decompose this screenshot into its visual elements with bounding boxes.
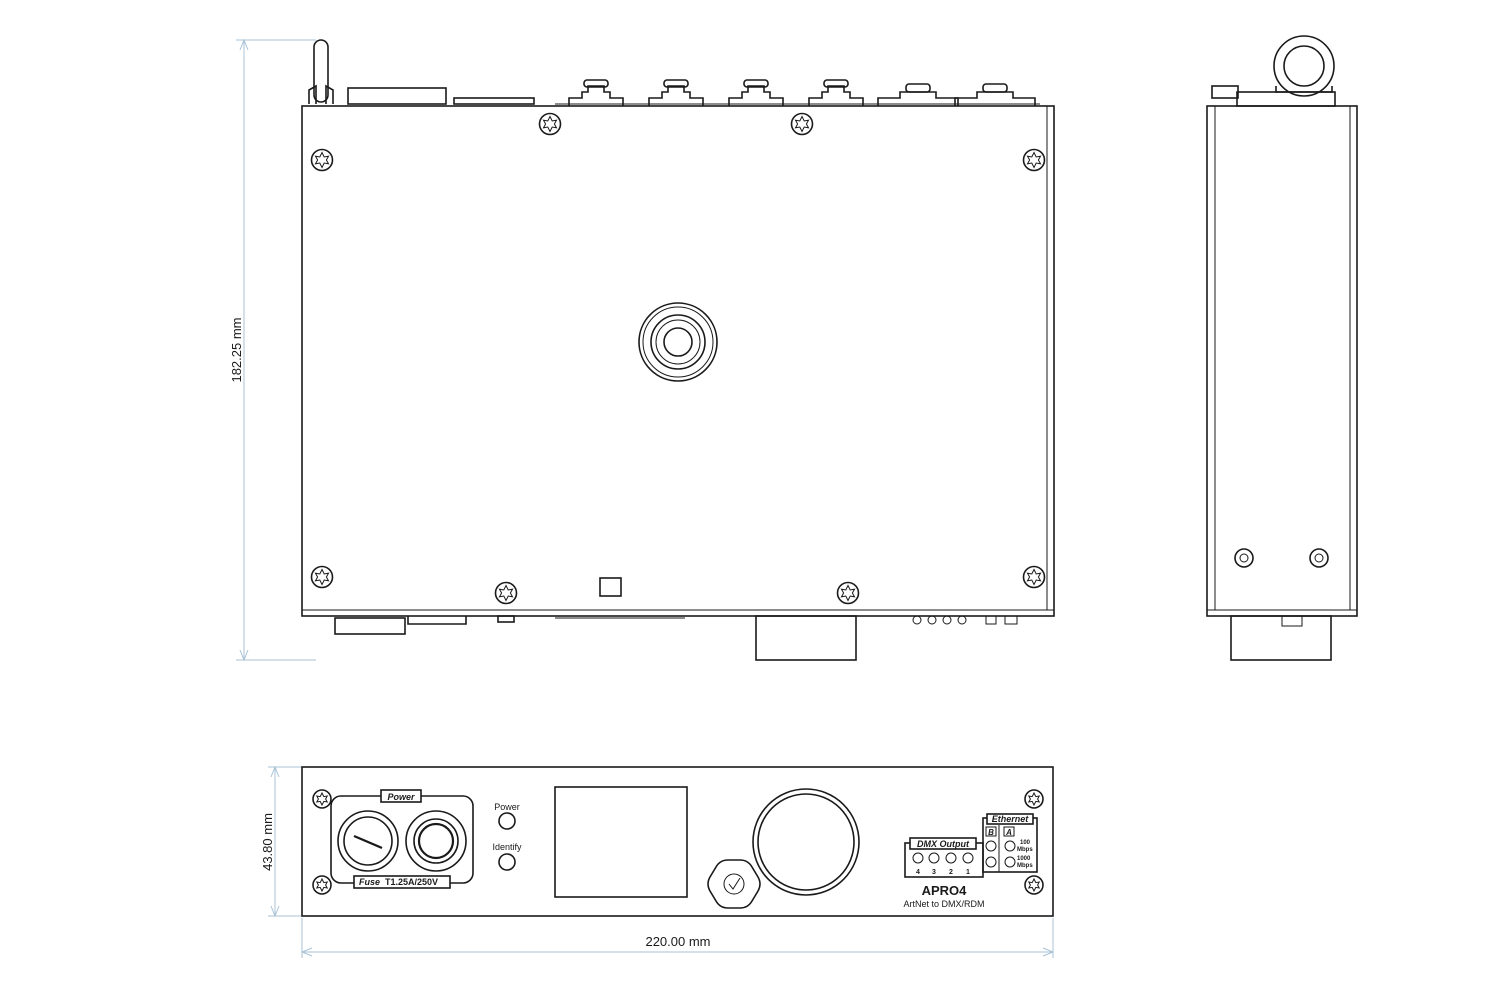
ethernet-a-led-1000 (1004, 856, 1016, 868)
model-name: APRO4 (922, 883, 968, 898)
certification-mark-icon (707, 859, 761, 909)
speed-100-label: 100 (1020, 840, 1031, 846)
height-dimension-label: 182.25 mm (229, 317, 244, 382)
dmx-led-4 (912, 852, 924, 864)
width-dimension-label: 220.00 mm (645, 934, 710, 949)
ethernet-panel: Ethernet B A 100 Mbps 1000 Mbps (982, 813, 1038, 873)
model-subtitle: ArtNet to DMX/RDM (903, 899, 984, 909)
dmx-port-4: 4 (916, 869, 920, 876)
speed-1000-label: 1000 (1017, 856, 1031, 862)
antenna (308, 39, 334, 104)
ethernet-label: Ethernet (992, 814, 1030, 824)
encoder-knob (752, 788, 860, 896)
dmx-output-label: DMX Output (917, 839, 970, 849)
identify-led-label: Identify (492, 842, 522, 852)
ethernet-b-led-100 (985, 840, 997, 852)
ethernet-b-label: B (988, 828, 994, 837)
dmx-output-panel: DMX Output 4 3 2 1 (904, 837, 984, 878)
fuse-label: Fuse (359, 877, 380, 887)
top-view: 182.25 mm (229, 38, 1055, 662)
side-housing (1206, 105, 1358, 617)
ethernet-a-label: A (1005, 828, 1012, 837)
ethernet-b-led-1000 (985, 856, 997, 868)
power-led (498, 812, 516, 830)
power-module: Power Fuse T1.25A/250V (330, 789, 474, 889)
power-led-label: Power (494, 802, 520, 812)
dmx-led-1 (962, 852, 974, 864)
display-screen (554, 786, 688, 898)
dmx-led-2 (945, 852, 957, 864)
power-inlet (405, 810, 467, 872)
dmx-led-3 (928, 852, 940, 864)
dmx-port-1: 1 (966, 869, 970, 876)
identify-led (498, 853, 516, 871)
fuse-holder (337, 810, 399, 872)
center-mount (638, 302, 718, 382)
lifting-eye (1273, 35, 1335, 97)
speed-1000-unit: Mbps (1017, 863, 1033, 869)
ethernet-a-led-100 (1004, 840, 1016, 852)
fuse-rating: T1.25A/250V (385, 877, 438, 887)
front-view: 43.80 mm 220.00 mm Power (260, 765, 1055, 958)
speed-100-unit: Mbps (1017, 847, 1033, 853)
top-housing (301, 105, 1055, 617)
front-housing (301, 766, 1054, 917)
knob-side (755, 615, 857, 661)
depth-dimension-label: 43.80 mm (260, 813, 275, 871)
dmx-port-2: 2 (949, 869, 953, 876)
power-box-label: Power (387, 792, 415, 802)
side-view (1206, 35, 1358, 661)
dmx-port-3: 3 (932, 869, 936, 876)
